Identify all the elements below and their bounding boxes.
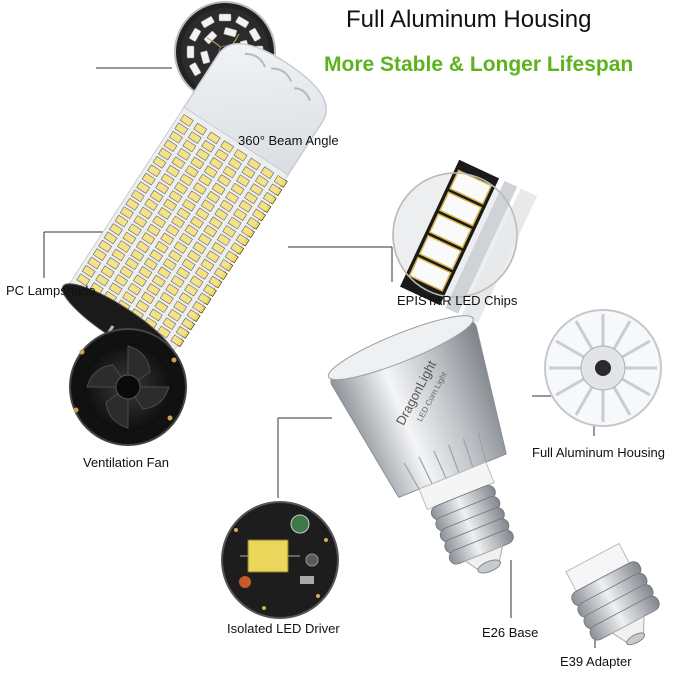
led-driver-inset	[221, 501, 339, 619]
label-e26-base: E26 Base	[482, 625, 539, 640]
bulb-base-assembly	[327, 315, 514, 574]
corn-bulb-body	[61, 43, 327, 362]
e39-adapter	[565, 542, 660, 646]
headline: Full Aluminum Housing	[346, 6, 592, 33]
ventilation-fan-inset	[69, 328, 187, 446]
label-epistar-chips: EPISTAR LED Chips	[397, 293, 518, 308]
label-beam-angle: 360° Beam Angle	[238, 133, 339, 148]
label-pc-lampshade: PC Lampshade	[6, 283, 96, 298]
subheadline: More Stable & Longer Lifespan	[324, 53, 634, 76]
led-strip-grid	[76, 114, 288, 348]
label-aluminum-housing: Full Aluminum Housing	[532, 445, 665, 460]
label-e39-adapter: E39 Adapter	[560, 654, 632, 669]
label-ventilation-fan: Ventilation Fan	[83, 455, 170, 470]
led-chips-inset	[392, 159, 538, 323]
aluminum-housing-inset	[544, 309, 662, 427]
label-led-driver: Isolated LED Driver	[227, 621, 340, 636]
